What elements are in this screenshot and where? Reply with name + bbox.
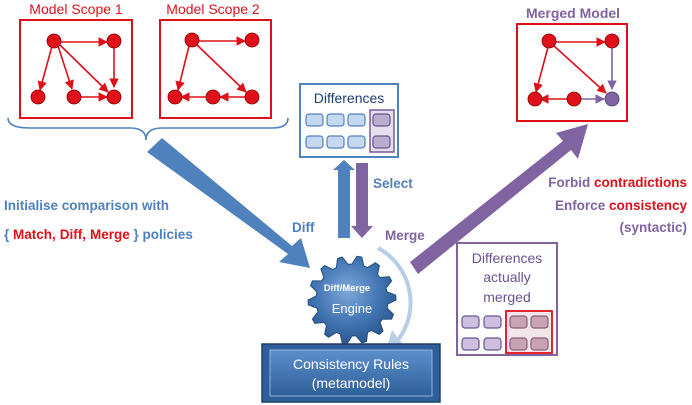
merged-node <box>604 33 620 49</box>
initialise-arrow <box>147 138 310 268</box>
scope1-node <box>106 33 122 49</box>
brace-close: } policies <box>130 227 193 242</box>
engine-rotation-arrowhead <box>388 330 404 346</box>
scope1-node <box>30 89 46 105</box>
engine-bottom-label: Engine <box>332 301 372 316</box>
enforce-text: Enforce consistency <box>555 198 688 213</box>
differences-box: Differences <box>299 83 399 158</box>
difference-item <box>347 113 366 127</box>
consistency-rules-inner <box>269 349 433 397</box>
actually-merged-item <box>530 315 549 329</box>
model-scope-2: Model Scope 2 <box>159 1 272 119</box>
merged-difference-item <box>461 315 480 329</box>
scope1-node <box>46 33 62 49</box>
consistency-rules-line2: (metamodel) <box>312 375 391 391</box>
merged-differences-line3: merged <box>483 289 530 305</box>
model-scope-2-title: Model Scope 2 <box>166 1 260 17</box>
gear-icon <box>307 255 397 345</box>
model-scope-1-title: Model Scope 1 <box>29 1 123 17</box>
difference-item <box>305 135 324 149</box>
merged-model: Merged Model <box>516 5 628 122</box>
forbid-word: Forbid <box>548 175 594 190</box>
gear-body <box>307 255 397 345</box>
diff-merge-engine: Diff/Merge Engine <box>307 246 413 346</box>
select-label: Select <box>373 176 413 191</box>
selected-difference-item <box>372 113 391 127</box>
merged-differences-line1: Differences <box>472 250 543 266</box>
actually-merged-item <box>509 337 528 351</box>
scope2-node <box>244 32 260 48</box>
difference-item <box>305 113 324 127</box>
scopes-bracket <box>7 117 289 141</box>
contradictions-word: contradictions <box>594 175 687 190</box>
merged-node <box>527 91 543 107</box>
scope1-node <box>66 89 82 105</box>
merged-differences-box: Differences actually merged <box>456 242 558 356</box>
merged-difference-item <box>483 337 502 351</box>
merged-node <box>566 91 582 107</box>
merged-model-title: Merged Model <box>526 5 620 21</box>
difference-item <box>326 113 345 127</box>
selected-difference-item <box>372 135 391 149</box>
merged-added-node <box>604 91 620 107</box>
syntactic-text: (syntactic) <box>619 220 687 235</box>
policy-diff: Diff, <box>60 227 86 242</box>
merged-node <box>541 33 557 49</box>
merged-differences-line2: actually <box>483 269 530 285</box>
difference-item <box>347 135 366 149</box>
merged-difference-item <box>483 315 502 329</box>
actually-merged-item <box>509 315 528 329</box>
engine-rotation-arc <box>377 246 413 342</box>
merged-difference-item <box>461 337 480 351</box>
difference-item <box>326 135 345 149</box>
scope1-node <box>106 89 122 105</box>
consistency-rules-line1: Consistency Rules <box>293 356 409 372</box>
brace-open: { <box>4 227 13 242</box>
consistency-word: consistency <box>609 198 688 213</box>
model-scope-1: Model Scope 1 <box>19 1 133 119</box>
merge-label: Merge <box>385 228 425 243</box>
select-arrow <box>351 163 373 238</box>
scope2-node <box>184 32 200 48</box>
diff-label: Diff <box>292 220 315 235</box>
scope2-node <box>244 89 260 105</box>
actually-merged-item <box>530 337 549 351</box>
merge-arrow <box>410 124 588 274</box>
differences-title: Differences <box>314 90 385 106</box>
policy-merge: Merge <box>90 227 130 242</box>
forbid-text: Forbid contradictions <box>548 175 687 190</box>
initialise-text: Initialise comparison with <box>4 198 169 213</box>
policies-text: { Match, Diff, Merge } policies <box>4 227 193 242</box>
diff-arrow <box>333 160 355 238</box>
scope2-node <box>167 89 183 105</box>
engine-top-label: Diff/Merge <box>324 283 370 294</box>
enforce-word: Enforce <box>555 198 609 213</box>
consistency-rules-box: Consistency Rules (metamodel) <box>261 343 441 403</box>
scope2-node <box>205 89 221 105</box>
policy-match: Match, <box>13 227 56 242</box>
